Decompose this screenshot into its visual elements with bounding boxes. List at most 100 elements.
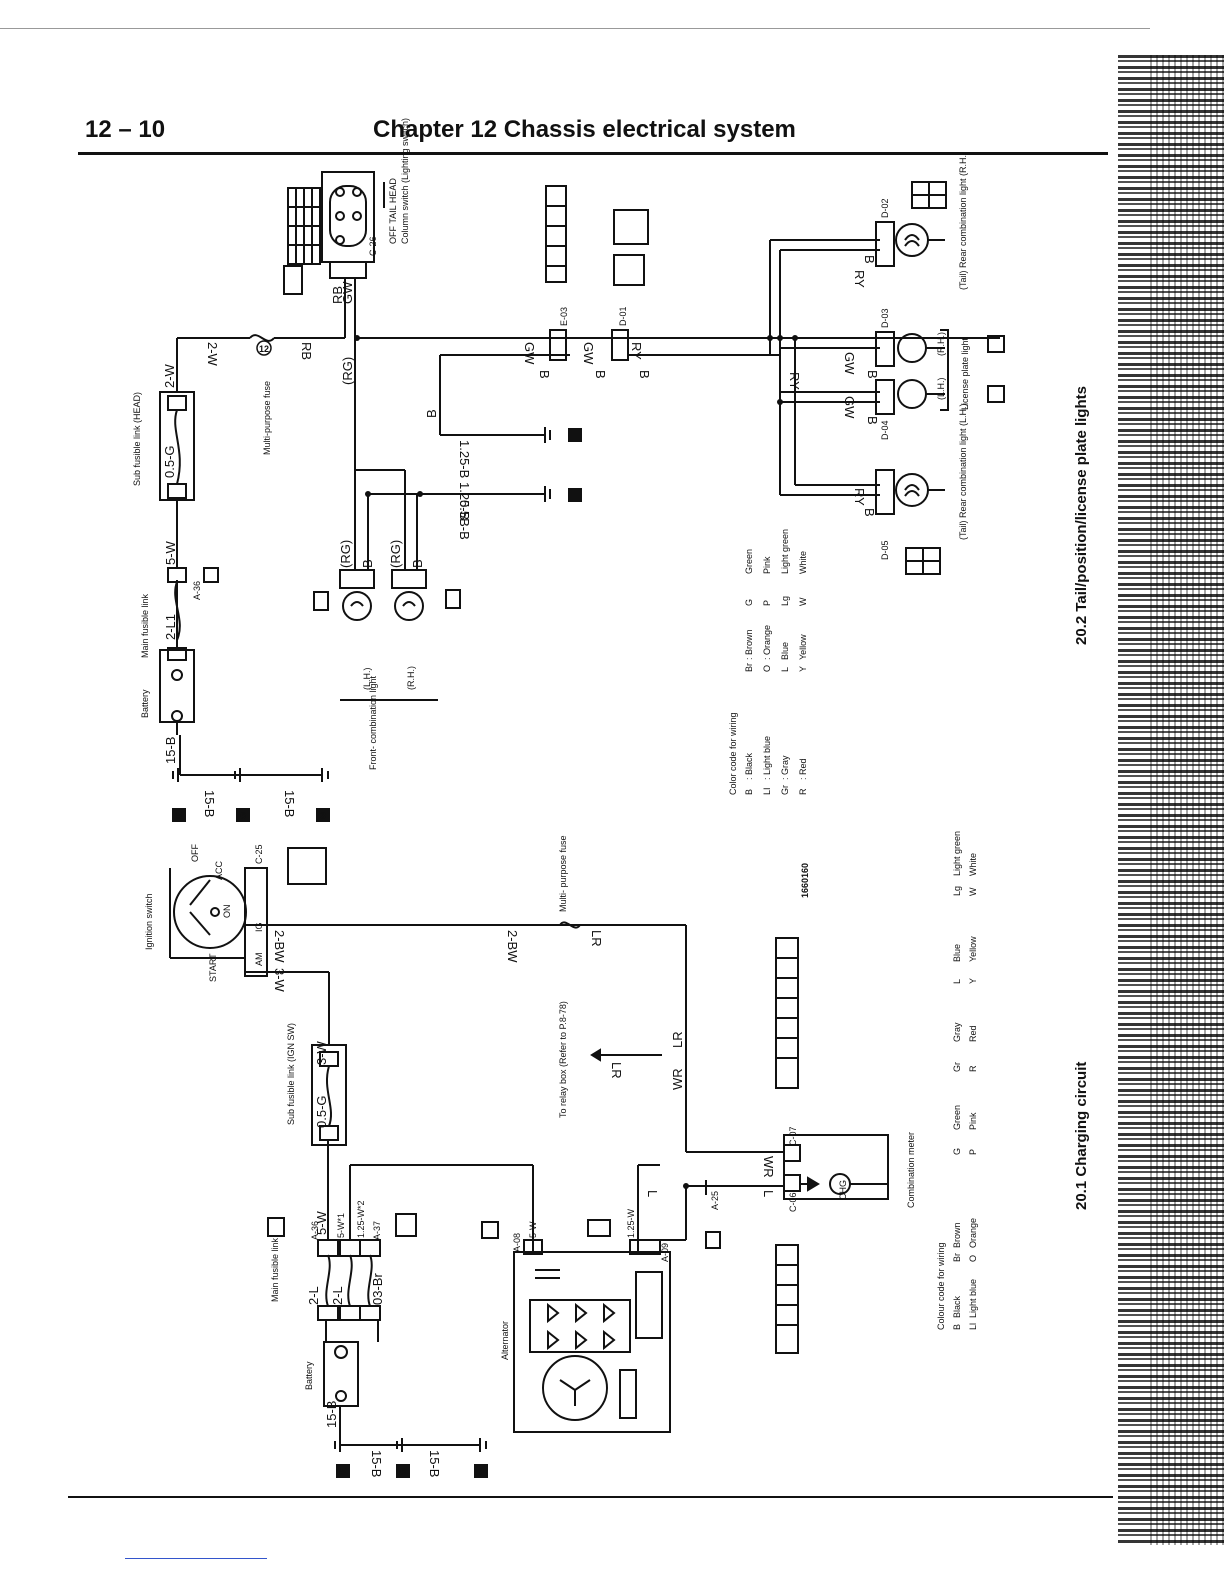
cc-name: Black bbox=[952, 1295, 962, 1318]
label-rh: (R.H.) bbox=[406, 666, 416, 690]
cc-name: : Gray bbox=[780, 755, 790, 780]
cc-code: LI bbox=[762, 787, 772, 795]
wire-label: LR bbox=[589, 930, 604, 947]
wire-label: B bbox=[865, 370, 880, 379]
label-d01: D-01 bbox=[618, 306, 628, 326]
label-battery: Battery bbox=[140, 689, 150, 718]
label-rear-lh: (Tail) Rear combination light (L.H.) bbox=[958, 403, 968, 540]
label-chg: CHG bbox=[838, 1180, 848, 1200]
cc-name: Green bbox=[952, 1105, 962, 1130]
footer-blue-line bbox=[125, 1558, 267, 1559]
cc-code: P bbox=[762, 600, 772, 606]
cc-name: Light blue bbox=[968, 1279, 978, 1318]
cc-code: G bbox=[744, 599, 754, 606]
wire-label: RB bbox=[299, 342, 314, 360]
label-a08: A-08 bbox=[512, 1233, 522, 1252]
cc-code: Gr bbox=[780, 785, 790, 795]
wire-label: 2-W bbox=[162, 363, 177, 388]
label-a09: A-09 bbox=[660, 1243, 670, 1262]
wire-label: 3-W bbox=[314, 1040, 329, 1065]
wire-label: L bbox=[761, 1190, 776, 1197]
wire-label: RB bbox=[330, 286, 345, 304]
label-off-tail-head: OFF TAIL HEAD bbox=[388, 178, 398, 244]
wire-label: GW bbox=[340, 281, 355, 304]
wire-label: (RG) bbox=[340, 357, 355, 385]
scan-edge-artifact-2 bbox=[1150, 55, 1224, 1545]
ground-badge: 6 bbox=[240, 811, 246, 822]
caption-charging-circuit: 20.1 Charging circuit bbox=[1073, 1062, 1090, 1210]
cc-name: Pink bbox=[762, 556, 772, 574]
wire-label: GW bbox=[581, 342, 596, 365]
label-c26: C-26 bbox=[368, 236, 378, 256]
wire-label: LR bbox=[609, 1062, 624, 1079]
wire-label: B bbox=[537, 370, 552, 379]
label-off: OFF bbox=[190, 844, 200, 862]
label-c06: C-06 bbox=[788, 1192, 798, 1212]
label-front-comb: Front- combination light bbox=[368, 675, 378, 770]
ground-badge: 3 bbox=[320, 811, 326, 822]
label-main-fusible: Main fusible link bbox=[140, 593, 150, 658]
wire-label: 1.25-W bbox=[626, 1208, 636, 1238]
cc-name: : Red bbox=[798, 758, 808, 780]
cc-name: : Black bbox=[744, 752, 754, 780]
wire-label: (RG) bbox=[338, 540, 353, 568]
label-license: License plate light bbox=[960, 337, 970, 410]
wire-label: 0.5-G bbox=[162, 445, 177, 478]
cc-code: Lg bbox=[952, 886, 962, 896]
wire-label: LR bbox=[670, 1031, 685, 1048]
cc-code: Br bbox=[952, 1253, 962, 1262]
cc-code: L bbox=[952, 979, 962, 984]
label-am: AM bbox=[254, 953, 264, 967]
wire-label: 15-B bbox=[324, 1401, 339, 1428]
cc-name: : Light blue bbox=[762, 736, 772, 780]
cc-code: P bbox=[968, 1149, 978, 1155]
wire-label: B bbox=[360, 559, 375, 568]
wire-label: B bbox=[424, 409, 439, 418]
scan-edge-artifact bbox=[1118, 55, 1224, 1545]
label-d03: D-03 bbox=[880, 308, 890, 328]
ground-badge: 5 bbox=[340, 1467, 346, 1478]
cc-name: White bbox=[798, 551, 808, 574]
label-main-fusible: Main fusible link bbox=[270, 1237, 280, 1302]
label-battery: Battery bbox=[304, 1361, 314, 1390]
label-relay-box: To relay box (Refer to P.8-78) bbox=[558, 1001, 568, 1118]
cc-name: White bbox=[968, 853, 978, 876]
wire-label: WR bbox=[761, 1156, 776, 1178]
chapter-title: Chapter 12 Chassis electrical system bbox=[373, 116, 796, 143]
wire-label: GW bbox=[522, 342, 537, 365]
label-c25: C-25 bbox=[254, 844, 264, 864]
cc-name: Blue bbox=[952, 944, 962, 962]
wire-label: 2-BW bbox=[505, 930, 520, 963]
label-ig1: IG bbox=[254, 922, 264, 932]
wire-label: 1.25-B bbox=[457, 440, 472, 478]
label-a36: A-36 bbox=[192, 581, 202, 600]
wire-label: 15-B bbox=[427, 1450, 442, 1477]
cc-code: W bbox=[798, 597, 808, 606]
cc-name: Light green bbox=[780, 529, 790, 574]
cc-code: G bbox=[952, 1148, 962, 1155]
cc-name: : Orange bbox=[762, 625, 772, 660]
cc-code: B bbox=[744, 789, 754, 795]
wire-label: (RG) bbox=[388, 540, 403, 568]
wire-label: 0.5B-B bbox=[457, 500, 472, 540]
wire-label: 15-B bbox=[202, 790, 217, 817]
wire-label: B bbox=[865, 416, 880, 425]
cc-code: O bbox=[968, 1255, 978, 1262]
cc-name: : Brown bbox=[744, 629, 754, 660]
cc-name: Yellow bbox=[968, 936, 978, 962]
wire-label: RY bbox=[629, 342, 644, 360]
cc-code: Lg bbox=[780, 596, 790, 606]
wire-label: 0.5-G bbox=[314, 1095, 329, 1128]
wire-label: 5-W bbox=[314, 1210, 329, 1235]
cc-code: Br bbox=[744, 663, 754, 672]
page-number: 12 – 10 bbox=[85, 116, 166, 143]
label-a25: A-25 bbox=[710, 1191, 720, 1210]
label-d04: D-04 bbox=[880, 420, 890, 440]
label-lh: (L.H.) bbox=[362, 667, 372, 690]
wire-label: GW bbox=[842, 396, 857, 419]
caption-tail-lights: 20.2 Tail/position/license plate lights bbox=[1073, 386, 1090, 645]
cc-code: B bbox=[952, 1324, 962, 1330]
cc-name: Yellow bbox=[798, 634, 808, 660]
figure-number: 1660160 bbox=[800, 863, 810, 898]
wire-label: 5-W bbox=[163, 540, 178, 565]
